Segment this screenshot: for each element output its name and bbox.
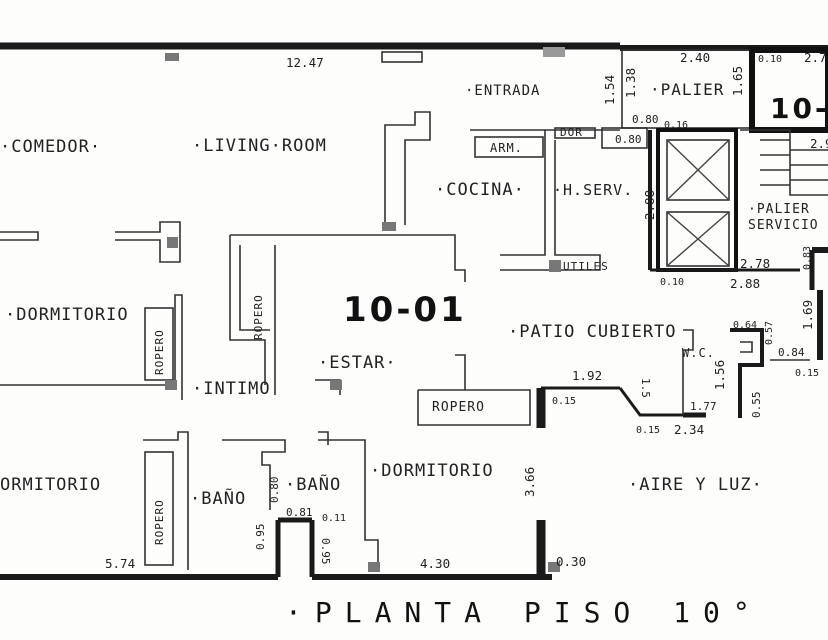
- dim-2-7: 2.7: [804, 50, 827, 65]
- dimension-labels: 12.47 2.40 1.54 1.38 1.65 0.80 0.16 0.80…: [105, 50, 828, 571]
- dim-0-10b: 0.10: [660, 277, 684, 288]
- dim-1-38: 1.38: [623, 68, 638, 98]
- dim-0-84: 0.84: [778, 346, 805, 359]
- dim-2-88: 2.88: [730, 276, 760, 291]
- label-entrada: ·ENTRADA: [465, 83, 540, 99]
- label-aire-luz: ·AIRE Y LUZ·: [628, 475, 763, 495]
- dim-2-78: 2.78: [740, 256, 770, 271]
- label-palier: ·PALIER: [650, 80, 724, 99]
- dim-4-30: 4.30: [420, 556, 450, 571]
- unit-number-other: 10-0: [770, 92, 828, 125]
- label-dormitorio-1: ·DORMITORIO: [5, 305, 129, 325]
- label-comedor: ·COMEDOR·: [0, 137, 101, 157]
- label-estar: ·ESTAR·: [318, 353, 397, 373]
- dim-0-57: 0.57: [764, 321, 775, 345]
- label-utiles: UTILES: [563, 260, 609, 273]
- dim-0-10: 0.10: [758, 54, 782, 65]
- label-ropero-4: ROPERO: [153, 499, 166, 545]
- dim-0-15: 0.15: [795, 368, 819, 379]
- label-wc: W.C.: [682, 346, 715, 360]
- dim-0-81: 0.81: [286, 506, 313, 519]
- dim-0-83: 0.83: [802, 246, 813, 270]
- label-dormitorio-2: ORMITORIO: [0, 475, 101, 495]
- label-bano-1: ·BAÑO: [190, 487, 246, 509]
- dim-0-80: 0.80: [632, 113, 659, 126]
- label-ropero-1: ROPERO: [252, 294, 265, 340]
- dim-3-66: 3.66: [522, 467, 537, 497]
- dim-1-69: 1.69: [800, 300, 815, 330]
- label-patio: ·PATIO CUBIERTO: [508, 322, 677, 342]
- label-cocina: ·COCINA·: [435, 180, 525, 200]
- dim-0-11: 0.11: [322, 513, 346, 524]
- dim-1-65: 1.65: [730, 66, 745, 96]
- label-hserv: ·H.SERV.: [553, 181, 633, 199]
- dim-0-30: 0.30: [556, 554, 586, 569]
- dim-5-74: 5.74: [105, 556, 135, 571]
- dim-1-92: 1.92: [572, 368, 602, 383]
- dim-1-56: 1.56: [712, 360, 727, 390]
- unit-number-main: 10-01: [343, 290, 467, 330]
- dim-1-77: 1.77: [690, 400, 717, 413]
- dim-12-47: 12.47: [286, 55, 324, 70]
- dim-2-88-vertical: 2.88: [642, 190, 657, 220]
- dim-0-16: 0.16: [664, 120, 688, 131]
- dim-0-80c: 0.80: [268, 477, 281, 504]
- label-ropero-estar: ROPERO: [432, 400, 485, 415]
- label-palier-servicio-2: SERVICIO: [748, 218, 819, 233]
- dim-0-15c: 0.15: [636, 425, 660, 436]
- dim-0-55: 0.55: [750, 392, 763, 419]
- dim-1-5: 1.5: [639, 378, 652, 398]
- label-arm: ARM.: [490, 141, 523, 155]
- room-labels: ·COMEDOR· ·LIVING·ROOM ·ENTRADA ·PALIER …: [0, 80, 828, 545]
- elevator-core: [621, 47, 828, 360]
- interior-walls: [0, 47, 810, 572]
- outer-walls: [0, 42, 828, 580]
- label-living: ·LIVING·ROOM: [192, 136, 327, 156]
- dim-0-80b: 0.80: [615, 133, 642, 146]
- label-intimo: ·INTIMO: [192, 379, 271, 399]
- dim-2-40: 2.40: [680, 50, 710, 65]
- dim-0-64: 0.64: [733, 320, 757, 331]
- dim-0-95: 0.95: [254, 524, 267, 551]
- label-bano-2: ·BAÑO: [285, 473, 341, 495]
- dim-0-15b: 0.15: [552, 396, 576, 407]
- plan-title: ·PLANTA PISO 10°: [285, 596, 763, 629]
- label-palier-servicio-1: ·PALIER: [748, 202, 810, 217]
- label-dor: DOR: [560, 126, 583, 139]
- dim-2-34: 2.34: [674, 422, 704, 437]
- label-dormitorio-3: ·DORMITORIO: [370, 461, 494, 481]
- dim-2-9: 2.9: [810, 136, 828, 151]
- label-ropero-2: ROPERO: [153, 329, 166, 375]
- dim-0-95b: 0.95: [319, 538, 332, 565]
- dim-1-54: 1.54: [602, 75, 617, 105]
